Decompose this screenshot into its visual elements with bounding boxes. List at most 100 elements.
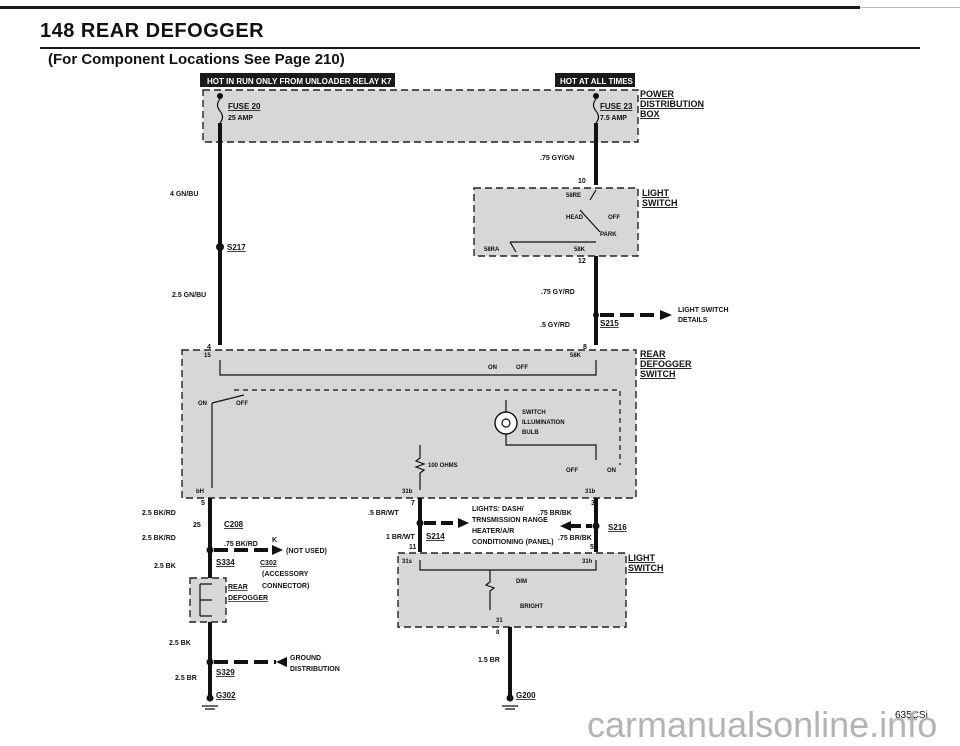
ls-bottom-pin-5: 5	[590, 544, 594, 551]
ls-top-pin-58re: 58RE	[566, 193, 581, 199]
ls-bottom-pin-31h: 31h	[582, 559, 593, 565]
splice-s334-dot	[206, 546, 214, 554]
lights-note-1: LIGHTS: DASH/	[472, 506, 524, 513]
rear-defogger-switch-box	[181, 349, 637, 499]
defogger-switch-label-2: DEFOGGER	[640, 359, 692, 369]
bulb-label-1: SWITCH	[522, 410, 546, 416]
connector-k: K	[272, 537, 277, 544]
ls-bottom-dim: DIM	[516, 579, 527, 585]
fuse-23-terminal	[593, 93, 599, 99]
splice-s214: S214	[426, 532, 445, 541]
defogger-on-left: ON	[198, 401, 207, 407]
wire-2-5-bk-rd-a: 2.5 BK/RD	[142, 510, 176, 517]
resistor-icon	[414, 445, 426, 490]
light-switch-details-2: DETAILS	[678, 317, 708, 324]
power-box-label-2: DISTRIBUTION	[640, 99, 704, 109]
defogger-switch-label-3: SWITCH	[640, 369, 676, 379]
ls-top-head: HEAD	[566, 215, 584, 221]
light-switch-top-label-1: LIGHT	[642, 188, 669, 198]
defogger-left-contacts	[211, 394, 245, 488]
ls-bottom-pin-31: 31	[496, 618, 503, 624]
page-subtitle: (For Component Locations See Page 210)	[48, 51, 345, 68]
ls-bottom-wiring	[419, 560, 597, 610]
splice-s214-dot	[416, 519, 424, 527]
defogger-pin-31b-right: 31b	[585, 489, 596, 495]
ls-top-off: OFF	[608, 215, 620, 221]
bulb-icon	[494, 411, 518, 435]
defogger-pin-7: 7	[411, 500, 415, 507]
defogger-pin-3: 3	[591, 500, 595, 507]
banner-hot-in-run	[200, 73, 395, 87]
arrow-lights-note	[458, 518, 469, 528]
connector-c302: C302	[260, 560, 277, 567]
resistor-100-ohms: 100 OHMS	[428, 463, 458, 469]
fuse-20-name: FUSE 20	[228, 102, 261, 111]
fuse-20-rating: 25 AMP	[228, 115, 253, 122]
bulb-wiring	[505, 400, 597, 460]
wire-2-5-bk-rd-b: 2.5 BK/RD	[142, 535, 176, 542]
connector-c208: C208	[224, 520, 244, 529]
defogger-on-mid: ON	[488, 365, 497, 371]
lights-note-2: TRNSMISSION RANGE	[472, 517, 548, 524]
banner-hot-at-all-times	[555, 73, 635, 87]
defogger-pin-4: 4	[207, 344, 211, 351]
fuse-23-symbol	[592, 98, 600, 124]
top-rule-faint	[860, 7, 960, 8]
arrow-ground-distribution	[276, 657, 287, 667]
splice-s216: S216	[608, 523, 627, 532]
wire-5-br-wt: .5 BR/WT	[368, 510, 399, 517]
defogger-pin-31b: 31b	[402, 489, 413, 495]
c302-note-1: (ACCESSORY	[262, 571, 309, 578]
splice-s329: S329	[216, 668, 235, 677]
splice-s217: S217	[227, 243, 246, 252]
rear-defogger-label-1: REAR	[228, 584, 248, 591]
defogger-pin-5: 5	[201, 500, 205, 507]
power-box-label-3: BOX	[640, 109, 660, 119]
wire-1-br-wt: 1 BR/WT	[386, 534, 416, 541]
ls-top-pin-58ra: 58RA	[484, 247, 500, 253]
light-switch-bottom-box	[397, 552, 627, 628]
banner-hot-at-all-times-text: HOT AT ALL TIMES	[560, 77, 634, 86]
light-switch-bottom-label-1: LIGHT	[628, 553, 655, 563]
bulb-label-2: ILLUMINATION	[522, 420, 565, 426]
defogger-switch-label-1: REAR	[640, 349, 666, 359]
wire-75-br-bk-a: .75 BR/BK	[538, 510, 572, 517]
not-used-label: (NOT USED)	[286, 548, 327, 555]
defogger-pin-8: 8	[583, 344, 587, 351]
arrow-light-switch-details	[660, 310, 672, 320]
fuse-23-name: FUSE 23	[600, 102, 633, 111]
splice-s334: S334	[216, 558, 235, 567]
fuse-20-terminal	[217, 93, 223, 99]
bulb-label-3: BULB	[522, 430, 539, 436]
defogger-mech-link	[234, 389, 621, 465]
ground-g200: G200	[516, 691, 536, 700]
power-distribution-box	[202, 89, 639, 143]
wire-4-gn-bu: 4 GN/BU	[170, 191, 198, 198]
defogger-pin-15: 15	[204, 353, 211, 359]
ground-g200-dot	[506, 694, 514, 702]
top-rule	[0, 6, 860, 9]
defogger-on-right: ON	[607, 468, 616, 474]
wire-75-br-bk-b: .75 BR/BK	[558, 535, 592, 542]
power-box-label-1: POWER	[640, 89, 675, 99]
wire-5-gy-rd: .5 GY/RD	[540, 322, 570, 329]
wire-2-5-bk-b: 2.5 BK	[169, 640, 191, 647]
splice-s217-dot	[216, 243, 224, 251]
splice-s215: S215	[600, 319, 619, 328]
rear-defogger-grid-icon	[199, 583, 212, 617]
wire-75-gy-gn: .75 GY/GN	[540, 155, 574, 162]
bulb-filament-icon	[501, 418, 511, 428]
wire-2-5-br: 2.5 BR	[175, 675, 197, 682]
wire-75-bk-rd: .75 BK/RD	[224, 541, 258, 548]
title-rule	[40, 47, 920, 49]
light-switch-top-box	[473, 187, 639, 257]
light-switch-bottom-label-2: SWITCH	[628, 563, 664, 573]
ground-dist-2: DISTRIBUTION	[290, 666, 340, 673]
wire-2-5-bk-a: 2.5 BK	[154, 563, 176, 570]
defogger-pin-bh: bH	[196, 489, 204, 495]
watermark: carmanualsonline.info	[587, 704, 938, 745]
splice-s329-dot	[206, 658, 214, 666]
ls-top-park: PARK	[600, 232, 617, 238]
ls-top-pin-58k: 58K	[574, 247, 586, 253]
